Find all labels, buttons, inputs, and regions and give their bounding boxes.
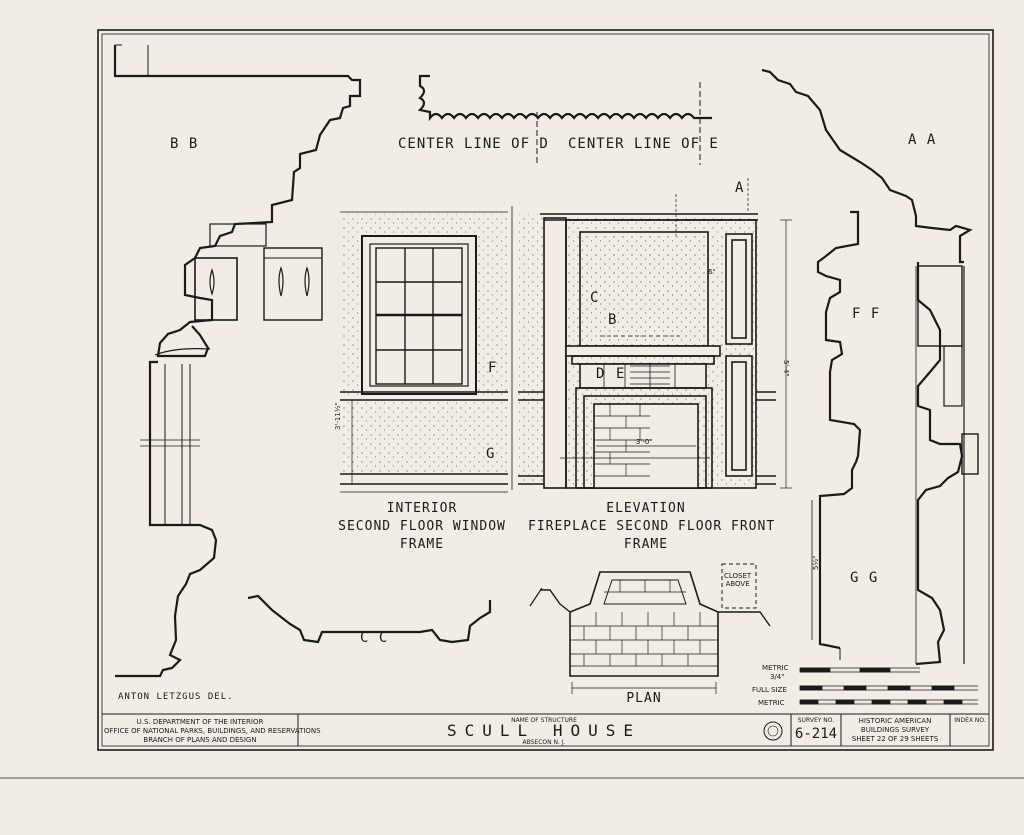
survey-number-label: SURVEY NO.: [797, 717, 835, 724]
label-f: F: [488, 360, 498, 376]
label-center-line-e: CENTER LINE OF E: [568, 136, 719, 152]
label-d: D: [596, 366, 606, 382]
dimension-text: 5'-4": [782, 360, 790, 377]
label-section-gg: G G: [850, 570, 879, 586]
label-section-ff: F F: [852, 306, 881, 322]
drop-ornament: [209, 268, 215, 296]
label-section-bb: B B: [170, 136, 199, 152]
fireplace-plan: [529, 563, 771, 677]
label-e: E: [616, 366, 626, 382]
label-a: A: [735, 180, 745, 196]
habs-sheet-info: HISTORIC AMERICAN BUILDINGS SURVEY SHEET…: [851, 717, 939, 743]
dimension-lines: [351, 178, 821, 694]
dentil-block: [263, 247, 323, 321]
scale-label-metric-bottom: METRIC: [758, 699, 785, 707]
scale-label-metric-top: METRIC: [762, 664, 789, 672]
caption-fireplace-elevation: ELEVATION FIREPLACE SECOND FLOOR FRONT F…: [528, 501, 776, 552]
profile-aa: [761, 68, 973, 264]
label-b: B: [608, 312, 618, 328]
plan-bricks: [570, 580, 718, 667]
dimension-text: 6": [708, 268, 716, 276]
caption-plan: PLAN: [626, 691, 662, 706]
label-closet-above: CLOSET ABOVE: [724, 572, 752, 588]
structure-name-label: NAME OF STRUCTURE: [511, 717, 577, 724]
survey-number: 6-214: [794, 726, 838, 742]
profile-bb-lower: [115, 360, 218, 678]
profile-de: [417, 74, 712, 122]
firebox-bricks: [594, 404, 650, 477]
window-sash: [375, 247, 463, 385]
label-section-cc: C C: [360, 630, 389, 646]
scale-label-fraction: 3/4": [770, 673, 785, 681]
inner-border: [101, 33, 990, 747]
dimension-text: 5½": [812, 555, 820, 570]
structure-name: SCULL HOUSE: [447, 721, 641, 740]
label-section-aa: A A: [908, 132, 937, 148]
scale-bars: [799, 667, 978, 705]
profile-cc: [247, 594, 492, 644]
stamp-seal: [763, 721, 783, 741]
label-g: G: [486, 446, 496, 462]
dimension-text: 3'-0": [636, 438, 653, 446]
dimension-text: 3'-11½": [334, 402, 342, 430]
label-center-line-d: CENTER LINE OF D: [398, 136, 549, 152]
index-number-label: INDEX NO.: [954, 717, 986, 724]
caption-window-frame: INTERIOR SECOND FLOOR WINDOW FRAME: [338, 501, 506, 552]
label-c: C: [590, 290, 600, 306]
delineator-credit: ANTON LETZGUS DEL.: [118, 692, 234, 702]
title-block-lines: [102, 713, 989, 746]
outer-border: [97, 29, 994, 751]
profile-gg: [915, 262, 964, 666]
agency-text: U.S. DEPARTMENT OF THE INTERIOR OFFICE O…: [104, 718, 321, 744]
structure-location: ABSECON N. J.: [522, 739, 566, 746]
scale-label-full-size: FULL SIZE: [752, 686, 787, 694]
profile-ff: [816, 210, 862, 650]
